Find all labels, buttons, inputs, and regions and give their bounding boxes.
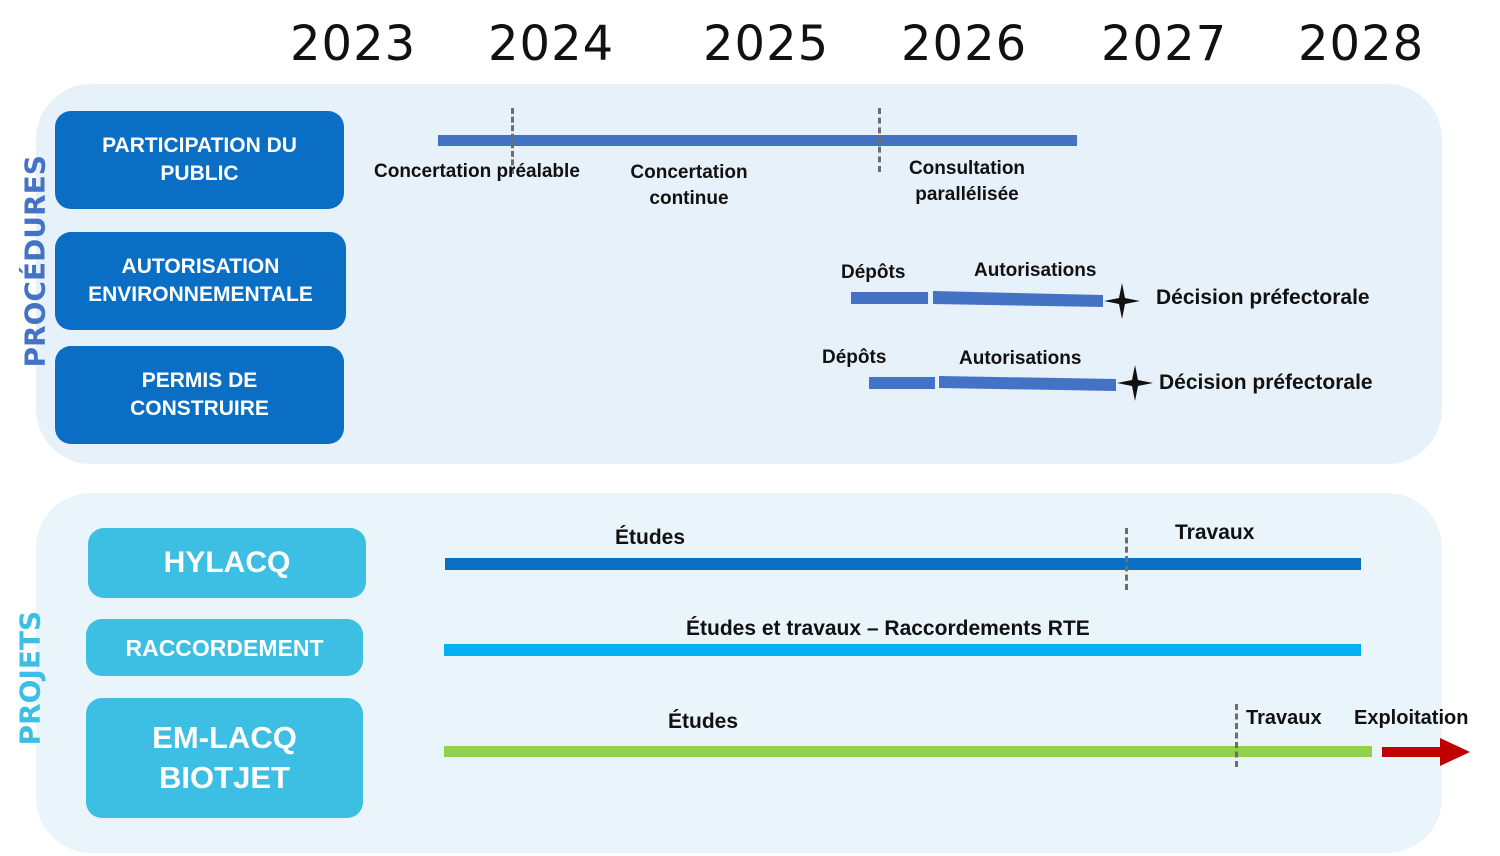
emlacq-travaux-label: Travaux [1246, 707, 1322, 729]
pc-decision-label: Décision préfectorale [1159, 371, 1373, 394]
procedures-section-label: PROCÉDURES [18, 155, 52, 368]
ae-decision-label: Décision préfectorale [1156, 286, 1370, 309]
em-lacq-biotjet-title: EM-LACQ BIOTJET [152, 720, 297, 795]
permis-construire-title: PERMIS DE CONSTRUIRE [130, 369, 269, 420]
raccordement-label: Études et travaux – Raccordements RTE [686, 617, 1090, 640]
concertation-continue-label: Concertation continue [630, 162, 748, 209]
pc-depots-label: Dépôts [822, 347, 887, 368]
pc-decision-star-icon [1117, 365, 1153, 401]
hylacq-box: HYLACQ [88, 528, 366, 598]
year-2025: 2025 [703, 16, 830, 72]
pc-autorisations-bar [939, 376, 1116, 391]
projets-section-label: PROJETS [13, 610, 47, 746]
emlacq-etudes-label: Études [668, 710, 739, 733]
ae-depots-bar [851, 292, 928, 304]
pc-depots-bar [869, 377, 935, 389]
raccordement-box: RACCORDEMENT [86, 619, 363, 676]
emlacq-divider [1235, 704, 1238, 767]
year-2027: 2027 [1101, 16, 1228, 72]
participation-divider-2 [878, 108, 881, 172]
autorisation-environnementale-title: AUTORISATION ENVIRONNEMENTALE [88, 255, 313, 306]
year-2026: 2026 [901, 16, 1028, 72]
year-2024: 2024 [488, 16, 615, 72]
autorisation-environnementale-box: AUTORISATION ENVIRONNEMENTALE [55, 232, 346, 330]
consultation-parallelisee-label: Consultation parallélisée [908, 158, 1026, 205]
year-2028: 2028 [1298, 16, 1425, 72]
em-lacq-biotjet-box: EM-LACQ BIOTJET [86, 698, 363, 818]
participation-divider-1 [511, 108, 514, 174]
concertation-prealable-label: Concertation préalable [374, 161, 580, 182]
year-2023: 2023 [290, 16, 417, 72]
emlacq-bar [444, 746, 1372, 757]
ae-autorisations-bar [933, 291, 1103, 307]
hylacq-divider [1125, 528, 1128, 590]
hylacq-etudes-label: Études [615, 526, 686, 549]
exploitation-arrow-icon [1382, 738, 1470, 766]
pc-bars [869, 376, 1116, 391]
hylacq-bar [445, 558, 1361, 570]
raccordement-bar [444, 644, 1361, 656]
raccordement-title: RACCORDEMENT [125, 634, 324, 661]
ae-bars [851, 291, 1103, 307]
hylacq-title: HYLACQ [163, 546, 291, 579]
ae-decision-star-icon [1104, 283, 1140, 319]
ae-autorisations-label: Autorisations [974, 260, 1097, 281]
pc-autorisations-label: Autorisations [959, 348, 1082, 369]
participation-public-box: PARTICIPATION DU PUBLIC [55, 111, 344, 209]
ae-depots-label: Dépôts [841, 262, 906, 283]
hylacq-travaux-label: Travaux [1175, 521, 1255, 544]
participation-public-title: PARTICIPATION DU PUBLIC [102, 134, 297, 185]
permis-construire-box: PERMIS DE CONSTRUIRE [55, 346, 344, 444]
emlacq-exploitation-label: Exploitation [1354, 707, 1469, 729]
participation-bar [438, 135, 1077, 146]
